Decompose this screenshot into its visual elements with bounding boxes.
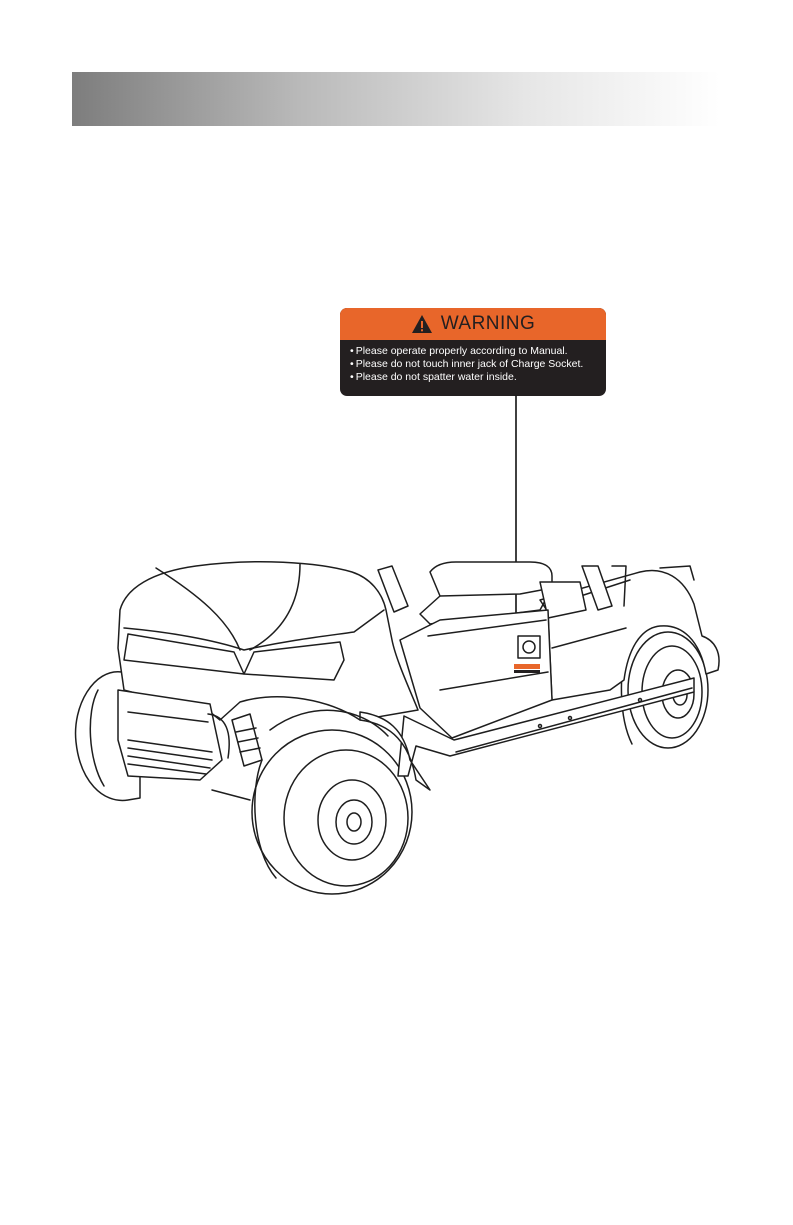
front-right-tire <box>252 730 412 894</box>
socket-warning-sticker-icon <box>514 664 540 669</box>
side-panel <box>400 610 552 738</box>
charge-socket-icon <box>518 636 540 658</box>
